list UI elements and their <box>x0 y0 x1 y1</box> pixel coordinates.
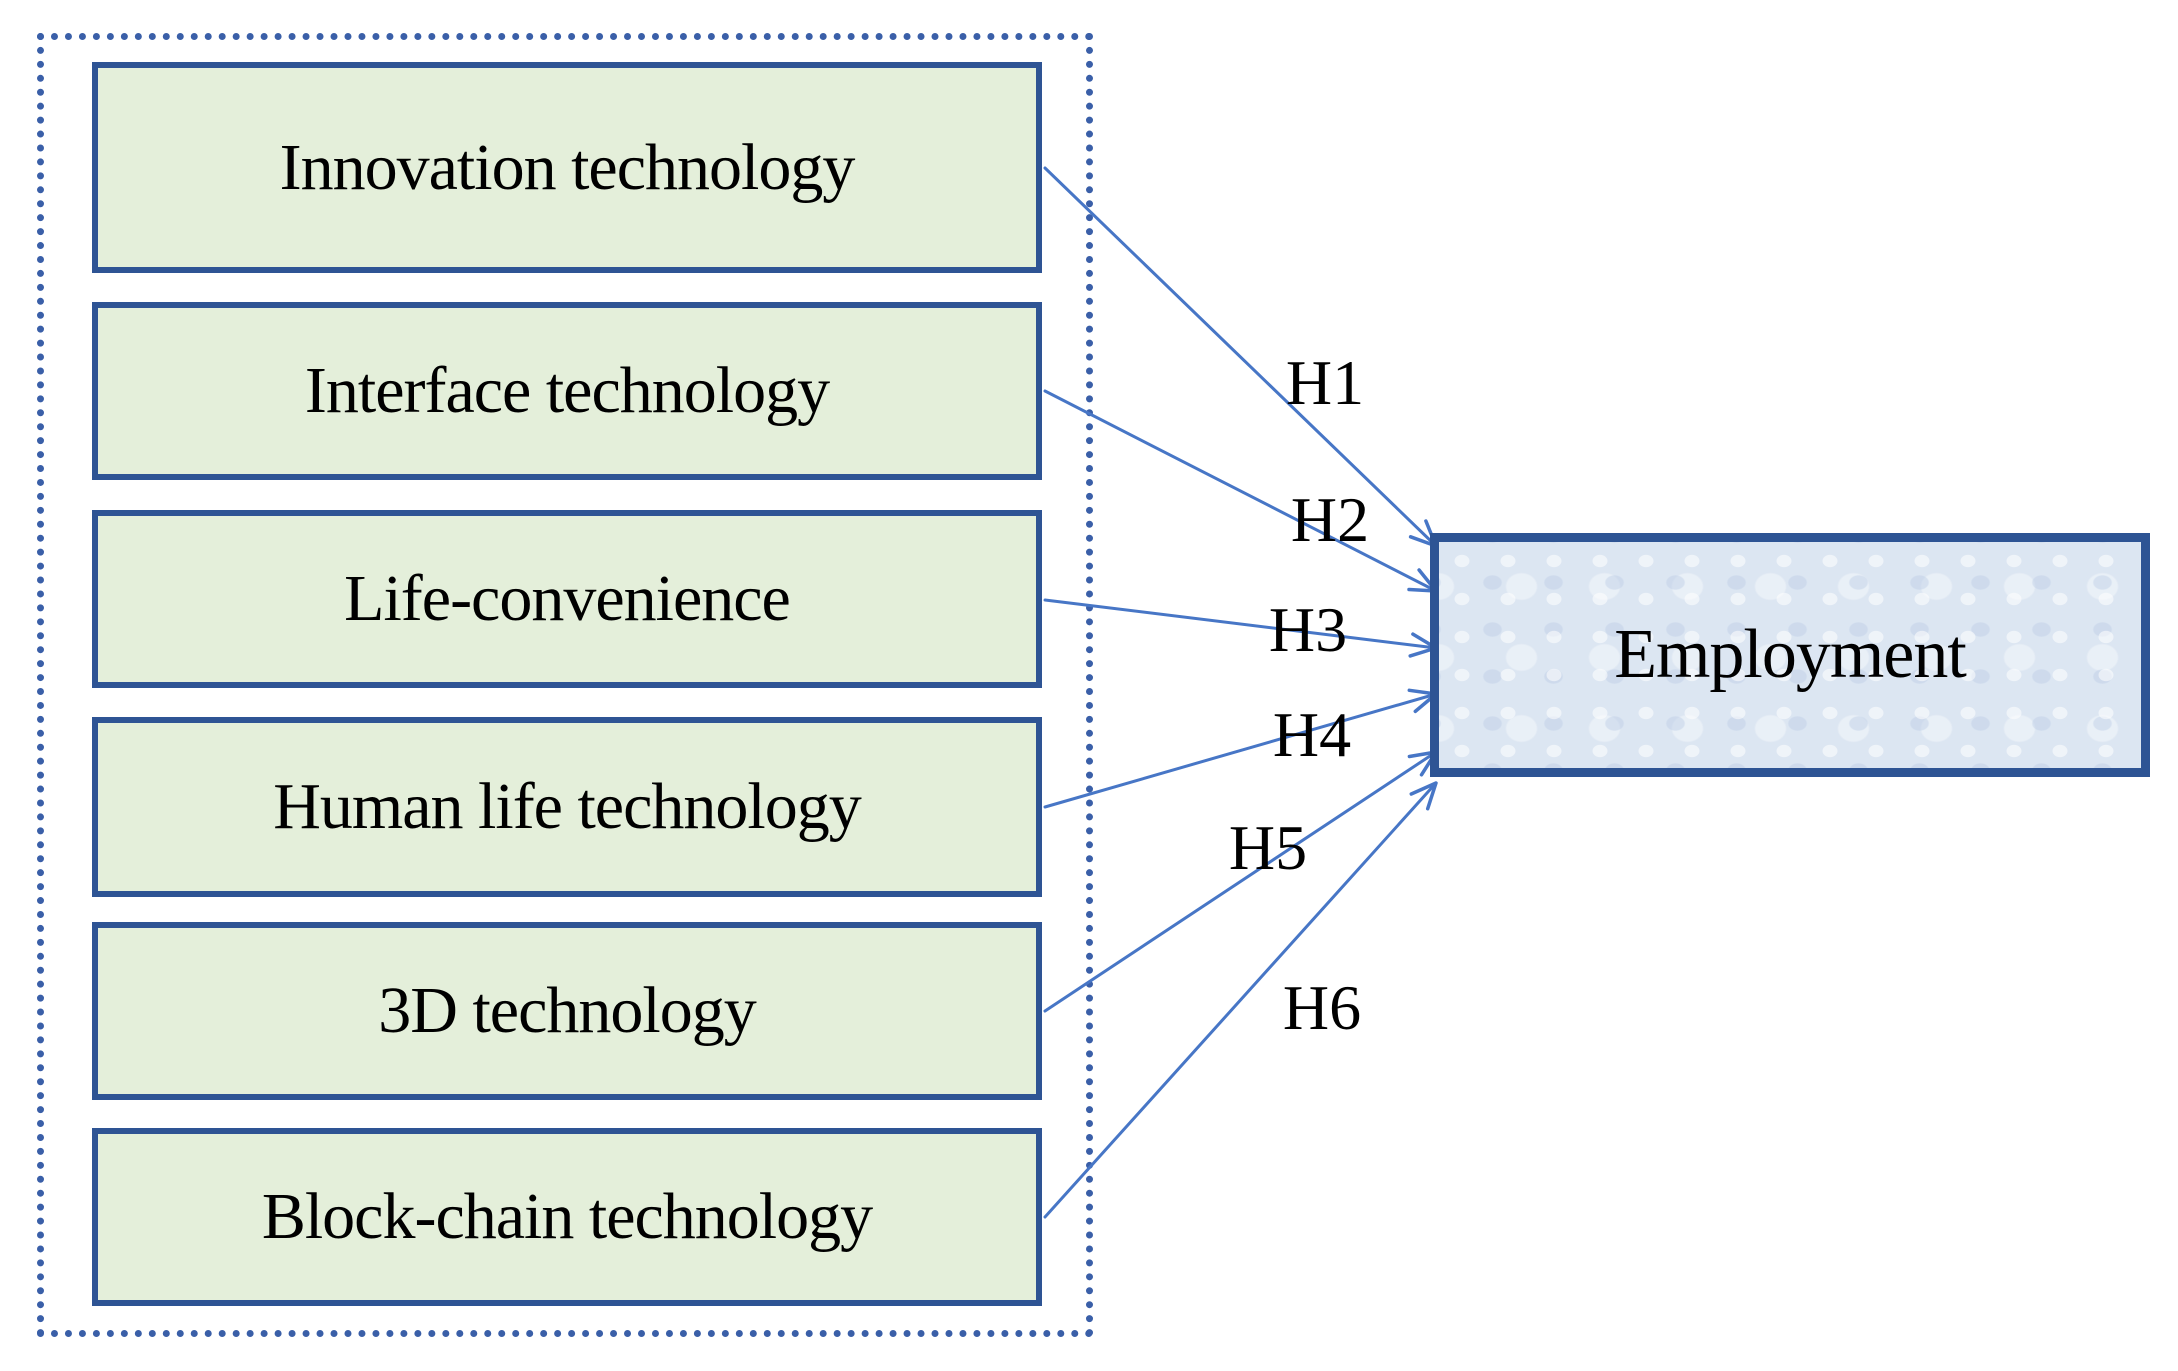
factor-box-life-convenience: Life-convenience <box>92 510 1042 688</box>
technology-group-border <box>37 33 1093 1337</box>
arrow-line-h4 <box>1043 692 1438 809</box>
factor-label: Interface technology <box>304 354 830 427</box>
factor-label: Life-convenience <box>344 562 791 635</box>
hypothesis-label-h6: H6 <box>1282 972 1362 1043</box>
factor-box-human-life-technology: Human life technology <box>92 717 1042 897</box>
arrowhead-h6-icon <box>1409 781 1438 811</box>
hypothesis-label-h2: H2 <box>1290 484 1370 555</box>
hypothesis-label-h1: H1 <box>1285 347 1365 418</box>
factor-box-interface-technology: Interface technology <box>92 302 1042 480</box>
hypothesis-label-h3: H3 <box>1268 594 1348 665</box>
factor-label: Block-chain technology <box>261 1180 873 1253</box>
arrow-line-h1 <box>1043 166 1438 548</box>
hypothesis-label-h4: H4 <box>1272 699 1352 770</box>
factor-box-innovation-technology: Innovation technology <box>92 62 1042 273</box>
factor-box-block-chain-technology: Block-chain technology <box>92 1128 1042 1306</box>
arrow-line-h6 <box>1043 781 1438 1219</box>
factor-label: 3D technology <box>378 974 756 1047</box>
arrow-line-h3 <box>1043 598 1438 650</box>
outcome-label: Employment <box>1614 616 1967 693</box>
factor-label: Innovation technology <box>279 130 856 204</box>
hypothesis-label-h5: H5 <box>1228 812 1308 883</box>
outcome-box-employment: Employment <box>1430 533 2150 777</box>
arrow-line-h2 <box>1043 389 1438 593</box>
factor-label: Human life technology <box>273 770 862 843</box>
factor-box-3d-technology: 3D technology <box>92 922 1042 1100</box>
arrow-line-h5 <box>1043 750 1438 1013</box>
